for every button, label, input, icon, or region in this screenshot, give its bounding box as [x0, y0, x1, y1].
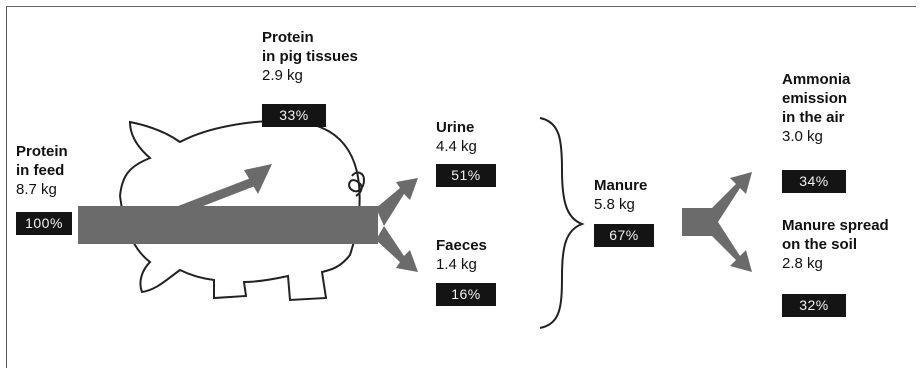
- tissues-title-line2: in pig tissues: [262, 47, 358, 66]
- spread-block: Manure spread on the soil 2.8 kg: [782, 216, 889, 273]
- tissues-amount: 2.9 kg: [262, 66, 358, 85]
- ammonia-title-line3: in the air: [782, 108, 850, 127]
- urine-percent-badge: 51%: [436, 164, 496, 187]
- ammonia-percent-badge: 34%: [782, 170, 846, 193]
- manure-percent-badge: 67%: [594, 224, 654, 247]
- urine-title: Urine: [436, 118, 477, 137]
- spread-title-line1: Manure spread: [782, 216, 889, 235]
- manure-brace: [540, 118, 582, 328]
- ammonia-title-line1: Ammonia: [782, 70, 850, 89]
- spread-percent-badge: 32%: [782, 294, 846, 317]
- manure-block: Manure 5.8 kg: [594, 176, 647, 214]
- ammonia-block: Ammonia emission in the air 3.0 kg: [782, 70, 850, 146]
- feed-flow-bar: [78, 206, 378, 244]
- ammonia-arrow: [682, 172, 752, 222]
- feed-amount: 8.7 kg: [16, 180, 68, 199]
- manure-title: Manure: [594, 176, 647, 195]
- ammonia-amount: 3.0 kg: [782, 127, 850, 146]
- faeces-amount: 1.4 kg: [436, 255, 487, 274]
- faeces-arrow: [376, 226, 418, 272]
- faeces-percent-badge: 16%: [436, 283, 496, 306]
- urine-block: Urine 4.4 kg: [436, 118, 477, 156]
- urine-amount: 4.4 kg: [436, 137, 477, 156]
- tissues-block: Protein in pig tissues 2.9 kg: [262, 28, 358, 85]
- feed-block: Protein in feed 8.7 kg: [16, 142, 68, 199]
- faeces-title: Faeces: [436, 236, 487, 255]
- faeces-block: Faeces 1.4 kg: [436, 236, 487, 274]
- ammonia-title-line2: emission: [782, 89, 850, 108]
- feed-title-line2: in feed: [16, 161, 68, 180]
- manure-amount: 5.8 kg: [594, 195, 647, 214]
- spread-title-line2: on the soil: [782, 235, 889, 254]
- feed-title-line1: Protein: [16, 142, 68, 161]
- urine-arrow: [376, 178, 418, 226]
- spread-arrow: [682, 222, 752, 272]
- tissues-title-line1: Protein: [262, 28, 358, 47]
- pig-tail: [349, 173, 364, 196]
- feed-percent-badge: 100%: [16, 212, 72, 235]
- tissues-percent-badge: 33%: [262, 104, 326, 127]
- spread-amount: 2.8 kg: [782, 254, 889, 273]
